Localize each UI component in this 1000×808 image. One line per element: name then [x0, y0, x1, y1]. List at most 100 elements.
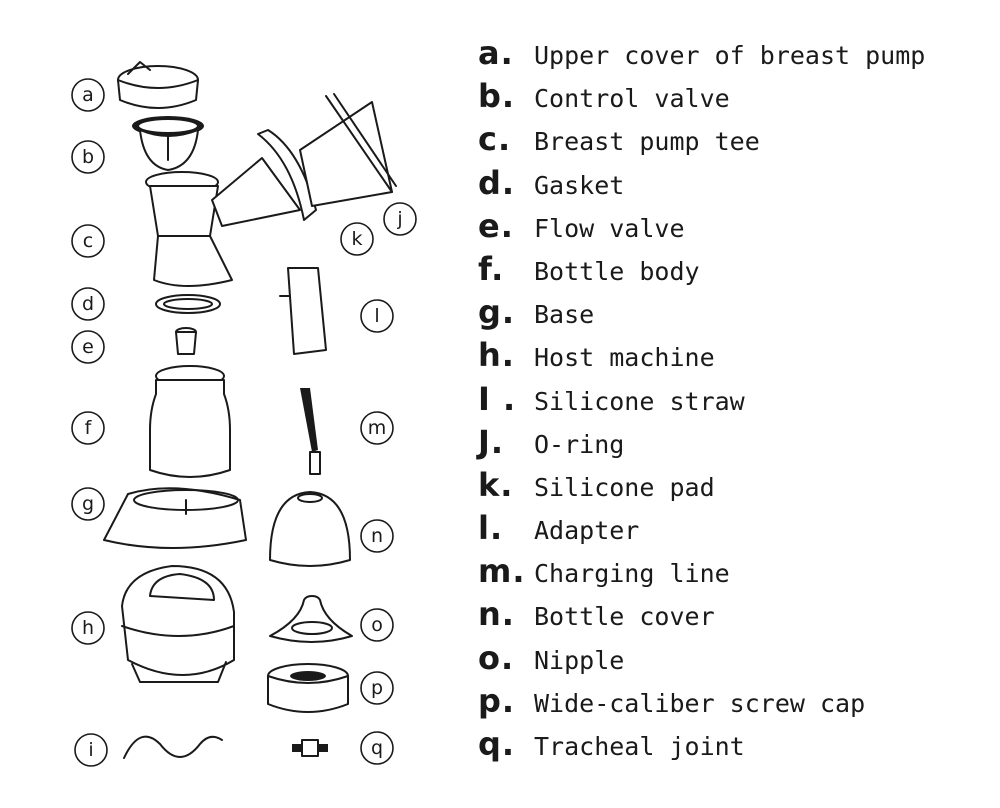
- callout-k: k: [340, 222, 374, 256]
- legend-text: Upper cover of breast pump: [534, 41, 926, 70]
- legend-item-g: g. Base: [478, 293, 993, 336]
- svg-text:d: d: [82, 293, 94, 315]
- svg-text:g: g: [82, 493, 94, 515]
- svg-text:i: i: [88, 739, 93, 761]
- part-host-machine: [121, 565, 235, 683]
- legend-text: O-ring: [534, 429, 625, 459]
- legend-key: n.: [478, 595, 515, 634]
- legend-key: q.: [478, 725, 516, 763]
- callout-q: q: [360, 731, 394, 765]
- svg-text:a: a: [82, 84, 94, 106]
- legend-item-o: o. Nipple: [478, 639, 993, 682]
- legend-key: a.: [478, 34, 514, 72]
- legend-key: k.: [478, 465, 514, 504]
- svg-text:c: c: [83, 230, 93, 252]
- callout-i: i: [74, 733, 108, 767]
- svg-text:n: n: [371, 525, 383, 547]
- legend-text: Gasket: [534, 170, 625, 200]
- part-charging-line: [300, 388, 321, 475]
- svg-text:j: j: [396, 208, 402, 230]
- callout-n: n: [360, 519, 394, 553]
- part-base: [103, 487, 247, 549]
- svg-text:p: p: [371, 677, 383, 699]
- legend-item-k: k. Silicone pad: [478, 466, 993, 509]
- legend-key: e.: [478, 206, 514, 245]
- callout-g: g: [71, 487, 105, 521]
- callout-a: a: [71, 78, 105, 112]
- legend-key: p.: [478, 681, 516, 720]
- legend-text: Silicone pad: [534, 472, 715, 502]
- part-breast-pump-tee: [145, 93, 397, 287]
- part-gasket: [155, 294, 221, 314]
- legend-text: Breast pump tee: [534, 127, 760, 157]
- legend-text: Silicone straw: [534, 386, 745, 416]
- part-tracheal-joint: [292, 739, 328, 757]
- legend-item-a: a. Upper cover of breast pump: [478, 34, 993, 77]
- part-flow-valve: [175, 327, 197, 355]
- callout-h: h: [71, 611, 105, 645]
- legend-text: Host machine: [534, 343, 715, 373]
- legend-item-p: p. Wide-caliber screw cap: [478, 682, 993, 725]
- legend-key: g.: [478, 293, 516, 332]
- parts-legend: a. Upper cover of breast pump b. Control v…: [478, 34, 993, 768]
- svg-text:e: e: [82, 336, 94, 358]
- callout-p: p: [360, 671, 394, 705]
- legend-text: Flow valve: [534, 213, 685, 243]
- part-control-valve: [132, 116, 204, 171]
- legend-key: I .: [478, 379, 517, 418]
- legend-text: Adapter: [534, 516, 640, 546]
- legend-key: o.: [478, 638, 515, 677]
- legend-key: m.: [478, 552, 526, 591]
- callout-d: d: [71, 287, 105, 321]
- legend-key: d.: [478, 163, 516, 202]
- legend-text: Tracheal joint: [534, 732, 745, 761]
- legend-text: Bottle body: [534, 256, 700, 286]
- legend-item-j: J. O-ring: [478, 423, 993, 466]
- legend-item-h: h. Host machine: [478, 336, 993, 379]
- svg-text:q: q: [371, 737, 383, 759]
- part-bottle-cover: [269, 491, 351, 567]
- legend-key: h.: [478, 336, 515, 375]
- svg-text:o: o: [371, 614, 383, 636]
- legend-item-b: b. Control valve: [478, 77, 993, 120]
- legend-text: Control valve: [534, 84, 730, 114]
- callout-b: b: [71, 140, 105, 174]
- legend-item-l: l. Adapter: [478, 509, 993, 552]
- legend-item-i: I . Silicone straw: [478, 380, 993, 423]
- callout-o: o: [360, 608, 394, 642]
- part-adapter: [279, 267, 327, 355]
- legend-key: l.: [478, 509, 504, 548]
- legend-text: Charging line: [534, 559, 730, 589]
- legend-item-f: f. Bottle body: [478, 250, 993, 293]
- legend-text: Wide-caliber screw cap: [534, 688, 866, 718]
- svg-text:l: l: [374, 305, 379, 327]
- callout-c: c: [71, 224, 105, 258]
- svg-text:k: k: [351, 228, 362, 250]
- legend-item-n: n. Bottle cover: [478, 595, 993, 638]
- part-nipple: [269, 595, 353, 643]
- legend-item-q: q. Tracheal joint: [478, 725, 993, 768]
- callout-e: e: [71, 330, 105, 364]
- legend-item-d: d. Gasket: [478, 164, 993, 207]
- part-screw-cap: [267, 663, 349, 713]
- svg-text:h: h: [82, 617, 94, 639]
- legend-key: f.: [478, 249, 505, 288]
- exploded-parts-diagram: a b c d e f g h i j k l m n o p q: [71, 61, 417, 767]
- svg-text:f: f: [85, 417, 93, 439]
- callout-j: j: [383, 202, 417, 236]
- legend-item-c: c.Breast pump tee: [478, 120, 993, 163]
- legend-key: b.: [478, 77, 516, 116]
- svg-text:b: b: [82, 146, 94, 168]
- callout-f: f: [71, 411, 105, 445]
- legend-item-e: e. Flow valve: [478, 207, 993, 250]
- legend-text: Base: [534, 300, 595, 330]
- part-bottle-body: [149, 365, 231, 478]
- part-silicone-straw: [123, 735, 223, 759]
- legend-item-m: m. Charging line: [478, 552, 993, 595]
- callout-m: m: [360, 411, 394, 445]
- callout-l: l: [360, 299, 394, 333]
- svg-text:m: m: [368, 417, 387, 439]
- legend-text: Nipple: [534, 645, 625, 675]
- legend-key: J.: [478, 422, 505, 461]
- legend-text: Bottle cover: [534, 602, 715, 632]
